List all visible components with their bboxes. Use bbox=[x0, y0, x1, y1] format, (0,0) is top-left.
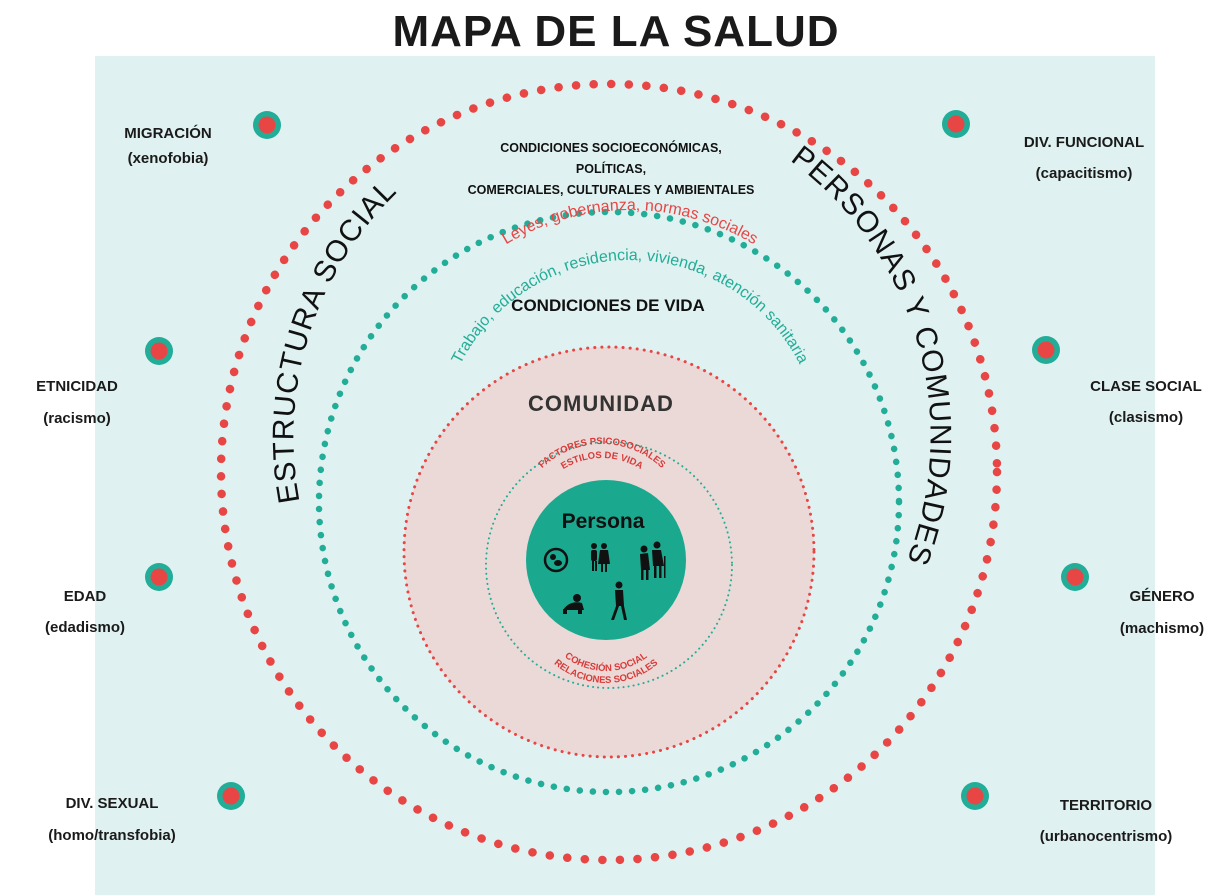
factor-sub-edad: (edadismo) bbox=[45, 619, 125, 636]
factor-marker-migracion bbox=[253, 111, 281, 139]
middle-ring-living-conditions bbox=[315, 208, 903, 796]
factor-label-edad: EDAD bbox=[64, 588, 107, 605]
socioeconomic-conditions-line3: COMERCIALES, CULTURALES Y AMBIENTALES bbox=[468, 183, 755, 197]
person-label: Persona bbox=[562, 510, 645, 533]
factor-marker-etnicidad bbox=[145, 337, 173, 365]
structure-social-arc-label: ESTRUCTURA SOCIAL bbox=[267, 173, 403, 505]
factor-marker-territorio bbox=[961, 782, 989, 810]
outer-ring-socioeconomic bbox=[216, 79, 1002, 865]
couple-icon bbox=[591, 543, 610, 572]
factor-sub-territorio: (urbanocentrismo) bbox=[1040, 828, 1173, 845]
pregnancy-icon bbox=[543, 547, 569, 573]
people-communities-arc-label: PERSONAS Y COMUNIDADES bbox=[785, 140, 956, 571]
factor-sub-etnicidad: (racismo) bbox=[43, 410, 111, 427]
factor-sub-div-sexual: (homo/transfobia) bbox=[48, 827, 176, 844]
factor-marker-div-sexual bbox=[217, 782, 245, 810]
inner-ring-lifestyles bbox=[485, 441, 733, 689]
living-conditions-heading: CONDICIONES DE VIDA bbox=[511, 296, 705, 315]
laws-governance-arc-label: Leyes, gobernanza, normas sociales bbox=[499, 197, 760, 248]
factor-label-genero: GÉNERO bbox=[1129, 588, 1194, 605]
factor-label-div-funcional: DIV. FUNCIONAL bbox=[1024, 134, 1144, 151]
factor-sub-div-funcional: (capacitismo) bbox=[1036, 165, 1133, 182]
factor-label-div-sexual: DIV. SEXUAL bbox=[66, 795, 159, 812]
factor-label-territorio: TERRITORIO bbox=[1060, 797, 1153, 814]
people-silhouettes-icon bbox=[543, 541, 666, 620]
community-ring bbox=[402, 345, 816, 759]
factor-sub-clase-social: (clasismo) bbox=[1109, 409, 1183, 426]
factor-marker-div-funcional bbox=[942, 110, 970, 138]
factor-marker-clase-social bbox=[1032, 336, 1060, 364]
factor-marker-edad bbox=[145, 563, 173, 591]
factor-marker-genero bbox=[1061, 563, 1089, 591]
socioeconomic-conditions-line1: CONDICIONES SOCIOECONÓMICAS, bbox=[500, 140, 722, 155]
factor-label-migracion: MIGRACIÓN bbox=[124, 124, 212, 142]
factor-label-etnicidad: ETNICIDAD bbox=[36, 378, 118, 395]
page-title: MAPA DE LA SALUD bbox=[392, 7, 839, 56]
factor-label-clase-social: CLASE SOCIAL bbox=[1090, 378, 1202, 395]
socioeconomic-conditions-line2: POLÍTICAS, bbox=[576, 161, 646, 176]
factor-sub-migracion: (xenofobia) bbox=[128, 150, 209, 167]
elderly-couple-icon bbox=[640, 541, 666, 580]
factor-sub-genero: (machismo) bbox=[1120, 620, 1204, 637]
baby-icon bbox=[563, 594, 584, 614]
community-heading: COMUNIDAD bbox=[528, 391, 674, 416]
walking-person-icon bbox=[611, 581, 627, 620]
